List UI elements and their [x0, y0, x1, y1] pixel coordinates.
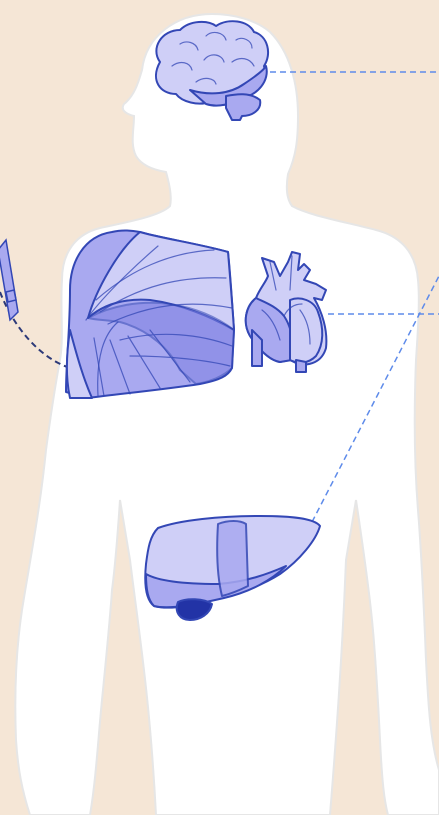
muscle-icon	[66, 231, 234, 399]
